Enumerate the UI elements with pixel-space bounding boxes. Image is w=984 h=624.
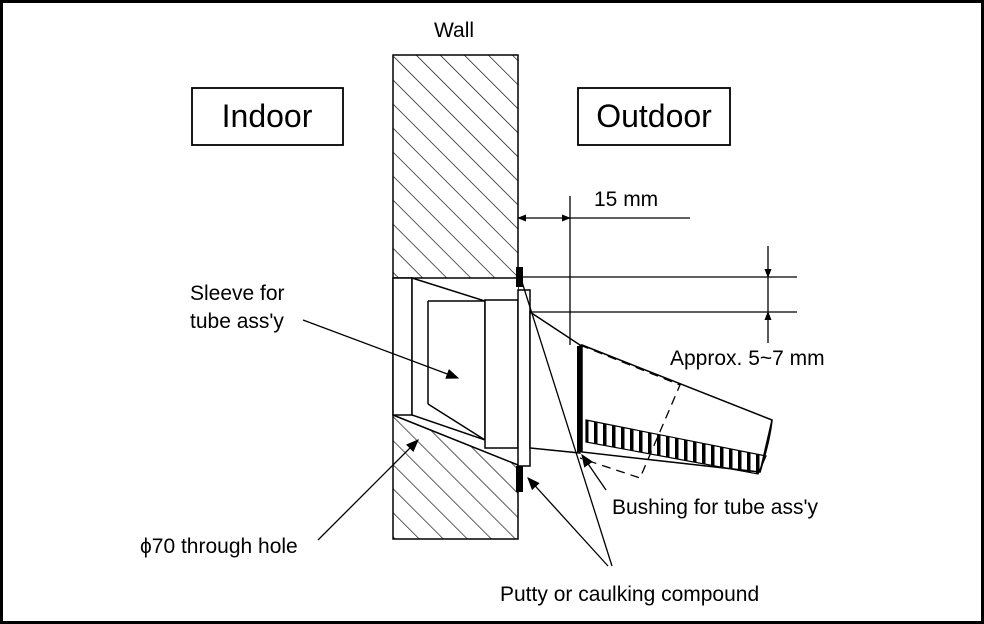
putty-top [516,267,523,287]
dashed-outline [579,344,681,479]
bushing-flange [517,289,531,467]
sleeve [392,276,519,449]
dimension-15mm-label: 15 mm [594,188,658,211]
outdoor-label: Outdoor [596,98,712,134]
outdoor-box [577,87,731,146]
tube-assembly [581,343,773,475]
sleeve-label-line1: Sleeve for [190,282,285,305]
indoor-box [191,87,344,146]
indoor-label: Indoor [222,98,313,134]
putty-leader-2 [521,281,613,567]
bushing-body [529,310,581,454]
through-hole-label: ϕ70 through hole [140,535,298,558]
sleeve-leader [302,319,460,379]
sleeve-label-line2: tube ass'y [190,310,284,333]
approx-label: Approx. 5~7 mm [670,347,825,370]
putty-leader-1 [527,477,609,567]
hole-leader [317,439,419,541]
bushing-label: Bushing for tube ass'y [612,496,818,519]
bushing-leader [581,453,607,491]
putty-label: Putty or caulking compound [500,583,759,606]
wall-label: Wall [434,19,474,42]
putty-bottom [516,466,523,492]
